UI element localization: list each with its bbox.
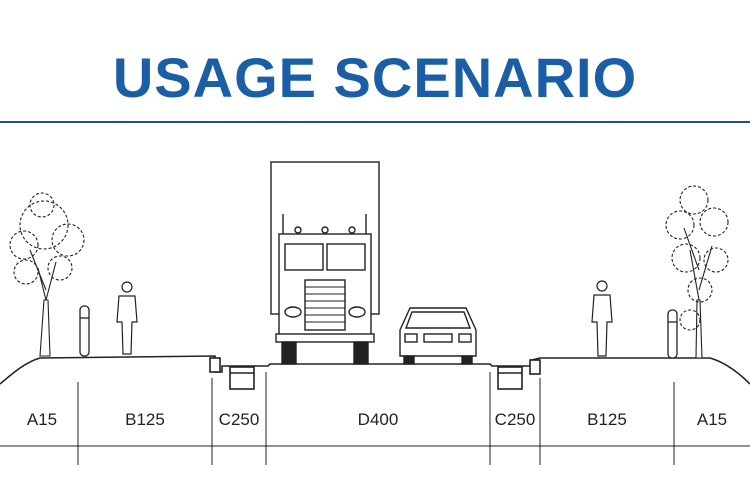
zone-label: D400 <box>358 410 399 429</box>
zone-label: B125 <box>125 410 165 429</box>
truck-icon <box>270 161 380 365</box>
zone-label: B125 <box>587 410 627 429</box>
drain-grate-icon <box>229 366 255 390</box>
zone-label: A15 <box>27 410 57 429</box>
pedestrian-icon <box>591 280 613 357</box>
car-icon <box>399 307 477 365</box>
zone-label: C250 <box>495 410 536 429</box>
zone-label: C250 <box>219 410 260 429</box>
drain-grate-icon <box>497 366 523 390</box>
curb-right <box>529 359 541 375</box>
zone-label: A15 <box>697 410 727 429</box>
pedestrian-icon <box>116 281 138 355</box>
title-divider <box>0 121 750 123</box>
curb-left <box>209 357 221 373</box>
road-profile-line <box>0 355 750 385</box>
bollard-icon <box>79 305 90 357</box>
tree-icon <box>665 185 729 359</box>
tree-icon <box>9 192 85 357</box>
page-title: USAGE SCENARIO <box>112 46 638 109</box>
bollard-icon <box>667 309 678 359</box>
